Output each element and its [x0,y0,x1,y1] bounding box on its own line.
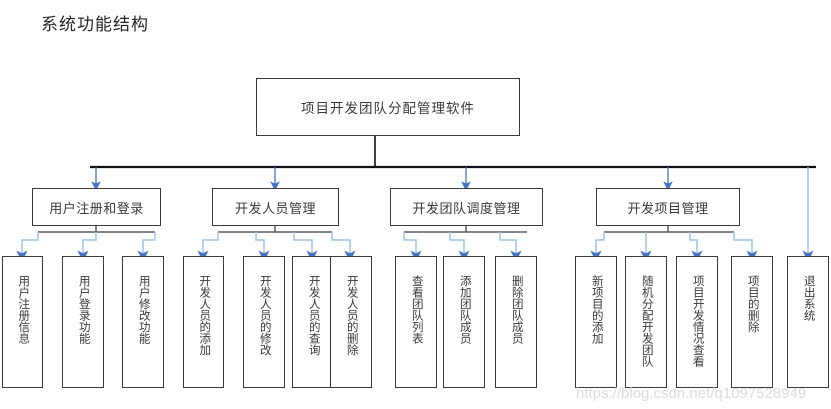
root-node[interactable]: 项目开发团队分配管理软件 [256,78,520,136]
leaf-label: 新项目的添加 [590,275,603,344]
leaf-node[interactable]: 查看团队列表 [395,256,437,388]
leaf-node[interactable]: 删除团队成员 [495,256,537,388]
category-label: 用户注册和登录 [49,200,144,216]
leaf-label: 开发人员的查询 [307,275,320,356]
leaf-node[interactable]: 开发人员的删除 [330,256,372,388]
category-label: 开发项目管理 [627,200,709,216]
leaf-label: 查看团队列表 [410,275,423,344]
leaf-label: 用户登录功能 [77,275,90,344]
page-title: 系统功能结构 [41,15,149,34]
leaf-label: 项目开发情况查看 [691,275,704,367]
leaf-node[interactable]: 项目的删除 [731,256,773,388]
leaf-node[interactable]: 新项目的添加 [575,256,617,388]
category-node-team-scheduling-management[interactable]: 开发团队调度管理 [390,188,543,226]
leaf-node[interactable]: 添加团队成员 [443,256,485,388]
category-label: 开发团队调度管理 [412,200,521,216]
leaf-label: 退出系统 [802,275,815,321]
leaf-node[interactable]: 开发人员的添加 [183,256,224,388]
leaf-label: 开发人员的添加 [198,275,211,356]
leaf-node[interactable]: 开发人员的查询 [292,256,334,388]
leaf-label: 随机分配开发团队 [640,275,653,367]
leaf-node[interactable]: 用户登录功能 [62,256,104,388]
leaf-node[interactable]: 项目开发情况查看 [676,256,718,388]
leaf-label: 删除团队成员 [510,275,523,344]
leaf-label: 用户注册信息 [17,275,30,344]
leaf-label: 开发人员的修改 [258,275,271,356]
watermark-text: https://blog.csdn.net/q1097528949 [576,385,807,402]
leaf-label: 项目的删除 [746,275,759,333]
category-node-user-registration-login[interactable]: 用户注册和登录 [32,188,161,226]
category-node-developer-management[interactable]: 开发人员管理 [212,188,339,226]
leaf-node[interactable]: 用户注册信息 [2,256,43,388]
root-node-label: 项目开发团队分配管理软件 [301,101,475,116]
category-label: 开发人员管理 [234,200,316,216]
leaf-node[interactable]: 开发人员的修改 [243,256,285,388]
category-node-project-management[interactable]: 开发项目管理 [596,188,740,226]
leaf-label: 用户修改功能 [137,275,150,344]
leaf-label: 开发人员的删除 [345,275,358,356]
leaf-label: 添加团队成员 [458,275,471,344]
leaf-node[interactable]: 退出系统 [787,256,829,388]
leaf-node[interactable]: 随机分配开发团队 [625,256,667,388]
leaf-node[interactable]: 用户修改功能 [122,256,164,388]
